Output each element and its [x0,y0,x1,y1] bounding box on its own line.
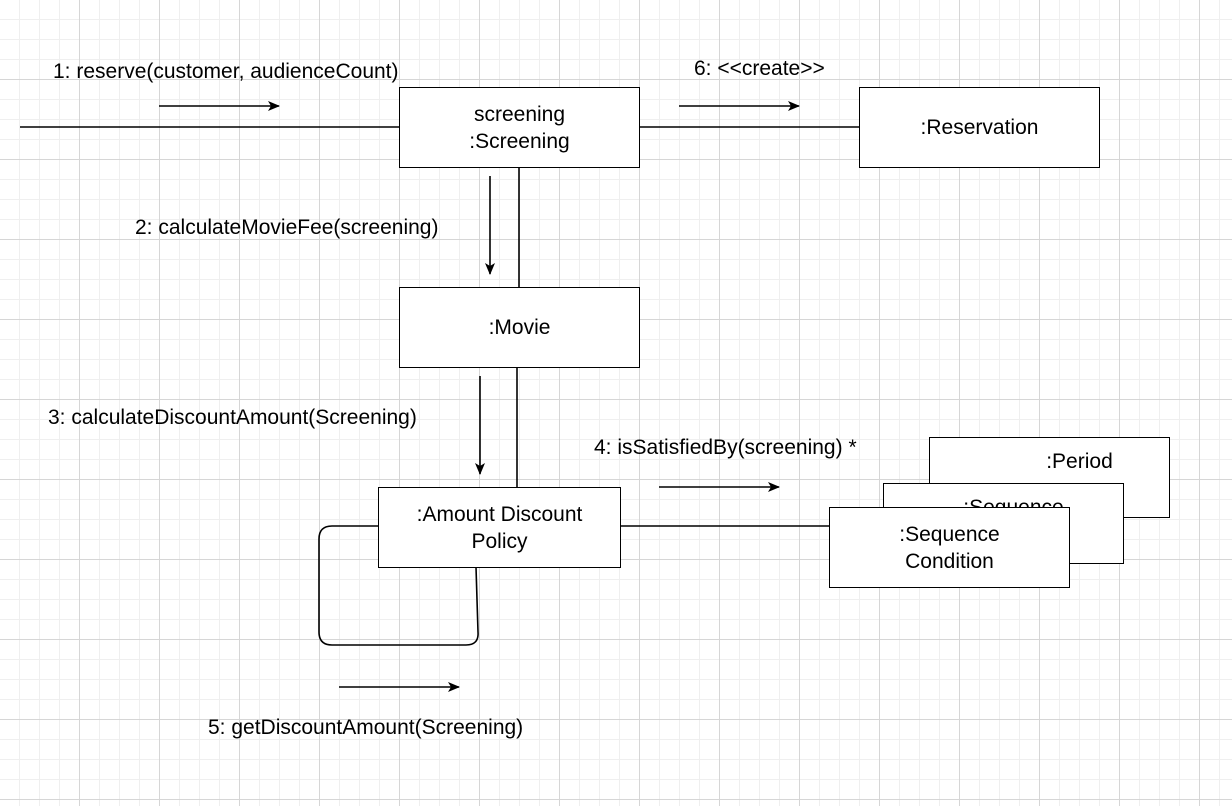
object-movie[interactable]: :Movie [399,287,640,368]
message-label-6: 6: <<create>> [694,57,825,80]
object-amount-discount-policy[interactable]: :Amount Discount Policy [378,487,621,568]
message-label-1: 1: reserve(customer, audienceCount) [53,60,399,83]
object-sequence-condition[interactable]: :Sequence Condition [829,507,1070,588]
message-label-4: 4: isSatisfiedBy(screening) * [594,436,857,459]
object-reservation[interactable]: :Reservation [859,87,1100,168]
message-label-5: 5: getDiscountAmount(Screening) [208,716,524,739]
message-label-3: 3: calculateDiscountAmount(Screening) [48,406,417,429]
object-screening[interactable]: screening :Screening [399,87,640,168]
message-label-2: 2: calculateMovieFee(screening) [135,216,439,239]
link-policy-self-loop [318,525,479,646]
